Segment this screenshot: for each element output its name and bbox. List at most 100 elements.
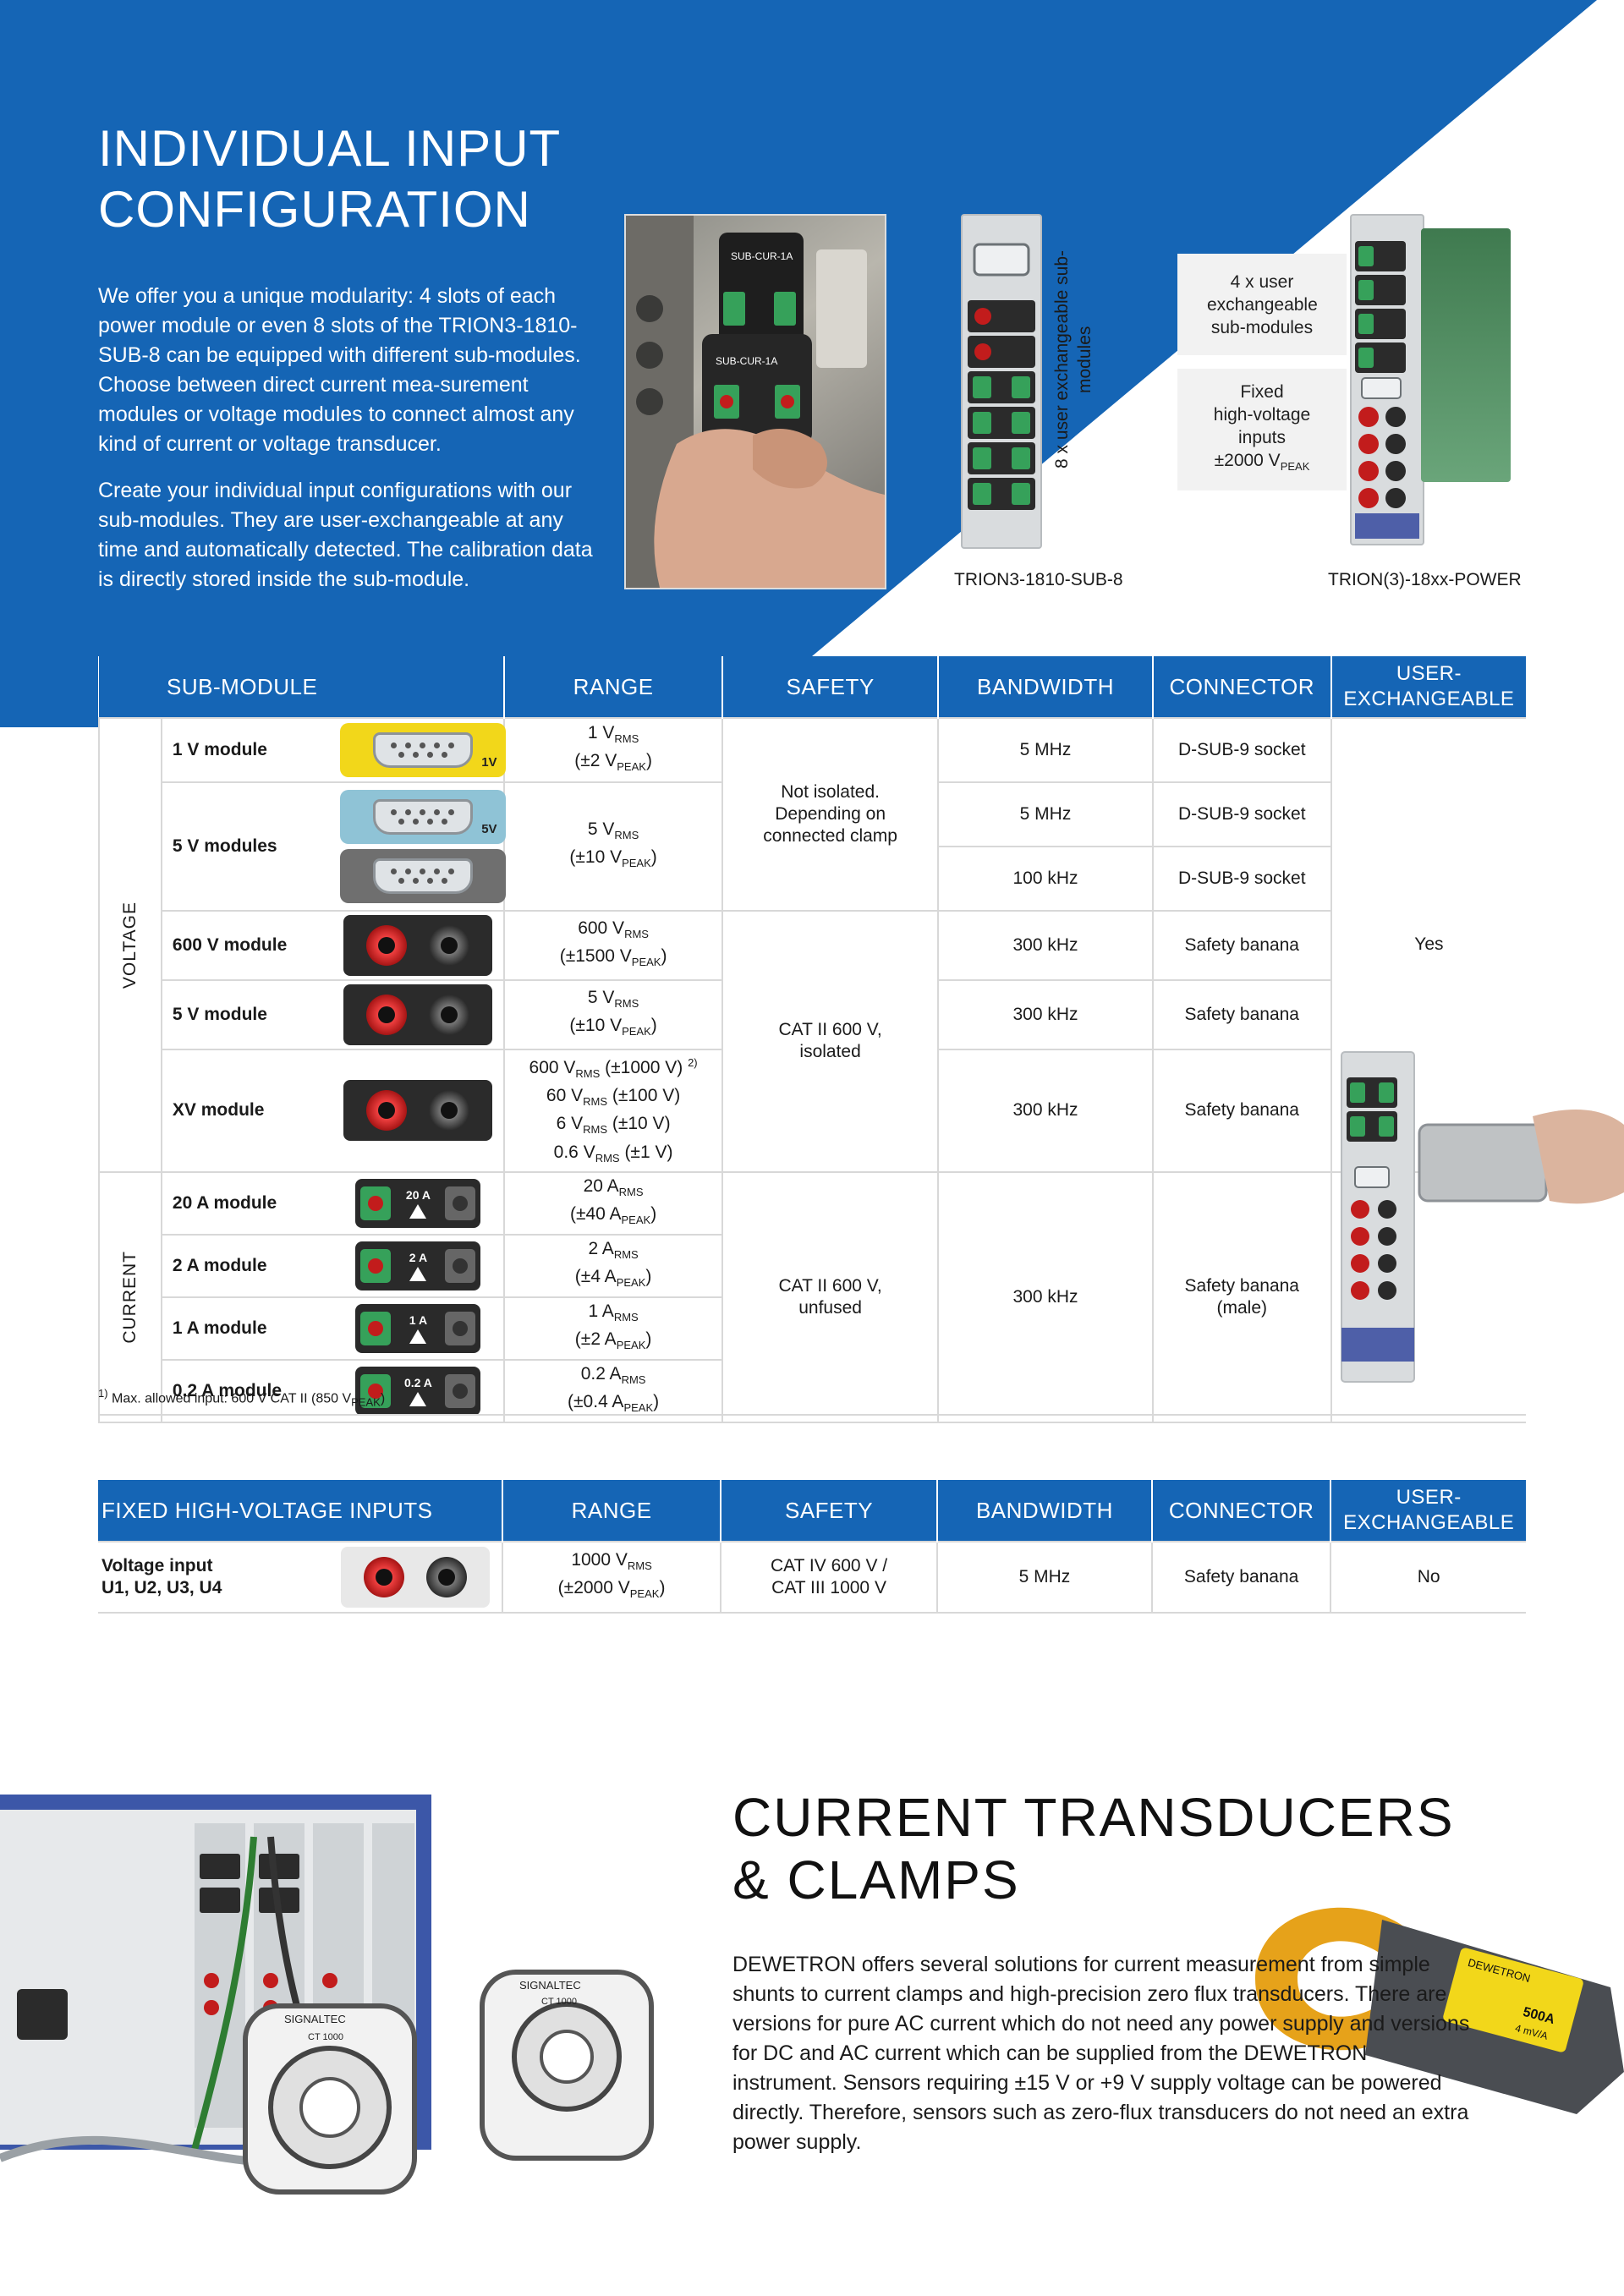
group-voltage-label: VOLTAGE xyxy=(119,901,140,989)
row-range: 5 VRMS(±10 VPEAK) xyxy=(503,979,723,1050)
table-row: Voltage input U1, U2, U3, U4 1000 VRMS(±… xyxy=(98,1541,1526,1614)
trion3-sub8-module-image xyxy=(961,214,1042,549)
row-bandwidth: 5 MHz xyxy=(937,717,1154,783)
row-name: 1 A module xyxy=(160,1296,333,1361)
row-connector: Safety banana xyxy=(1151,1049,1332,1173)
safety-current: CAT II 600 V, unfused xyxy=(721,1170,940,1423)
safety-banana-line1: CAT II 600 V, xyxy=(778,1020,882,1040)
power-card-hv-inputs: Fixed high-voltage inputs ±2000 VPEAK xyxy=(1177,369,1347,490)
row-name: Voltage input U1, U2, U3, U4 xyxy=(98,1541,329,1614)
safety-banana-line2: isolated xyxy=(799,1042,861,1062)
row-name: 5 V module xyxy=(160,979,333,1050)
power-caption: TRION(3)-18xx-POWER xyxy=(1328,570,1522,589)
dsub-5v-tag: 5V xyxy=(481,822,497,836)
power-module-pcb xyxy=(1421,228,1511,482)
submodule-hand-photo: SUB-CUR-1A SUB-CUR-1A xyxy=(624,214,886,589)
col-header-safety: SAFETY xyxy=(721,656,940,718)
power-card-hv-line1: Fixed xyxy=(1240,382,1284,403)
banana-socket-icon xyxy=(343,1080,493,1142)
row-range: 1 ARMS(±2 APEAK) xyxy=(503,1296,723,1361)
row-name: 2 A module xyxy=(160,1233,333,1298)
col-header-ue-line2: EXCHANGEABLE xyxy=(1343,1511,1515,1534)
row-connector: D-SUB-9 socket xyxy=(1151,781,1332,847)
col-header-ue-line2: EXCHANGEABLE xyxy=(1343,688,1515,710)
row-bandwidth: 100 kHz xyxy=(937,846,1154,912)
group-current: CURRENT xyxy=(98,1170,162,1423)
row-safety-line1: CAT IV 600 V / xyxy=(771,1556,888,1575)
current-tag: 0.2 A xyxy=(403,1376,432,1390)
row-range: 5 VRMS(±10 VPEAK) xyxy=(503,781,723,912)
dsub-grey-icon xyxy=(339,849,506,903)
row-connector: D-SUB-9 socket xyxy=(1151,846,1332,912)
trion-power-module-image xyxy=(1350,214,1424,545)
row-user-exchangeable: No xyxy=(1330,1541,1526,1614)
sub8-vertical-label: 8 x user exchangeable sub-modules xyxy=(1052,250,1095,469)
section-title-current-transducers: CURRENT TRANSDUCERS & CLAMPS xyxy=(732,1786,1455,1911)
current-transducers-paragraph: DEWETRON offers several solutions for cu… xyxy=(732,1953,1470,2154)
safety-dsub-line2: Depending on xyxy=(775,804,886,824)
col-header-ue-line1: USER- xyxy=(1396,662,1462,685)
intro-paragraph-2: Create your individual input configurati… xyxy=(98,479,593,591)
group-current-label: CURRENT xyxy=(119,1250,140,1344)
safety-dsub: Not isolated. Depending on connected cla… xyxy=(721,717,940,912)
current-submodule-icon: 0.2 A xyxy=(355,1366,481,1416)
row-range: 0.2 ARMS(±0.4 APEAK) xyxy=(503,1358,723,1423)
sub8-caption: TRION3-1810-SUB-8 xyxy=(954,570,1123,589)
row-name: 600 V module xyxy=(160,910,333,981)
safety-dsub-line1: Not isolated. xyxy=(781,782,880,802)
table-row: 5 V module 5 VRMS(±10 VPEAK) 300 kHz Saf… xyxy=(99,979,1526,1050)
safety-dsub-line3: connected clamp xyxy=(763,826,897,846)
row-name: XV module xyxy=(160,1049,333,1173)
row-connector-image xyxy=(328,1541,504,1614)
power-card-hv-sub: PEAK xyxy=(1280,460,1310,474)
col-header-fixed-hv: FIXED HIGH-VOLTAGE INPUTS xyxy=(98,1480,504,1542)
section-title-line1: CURRENT TRANSDUCERS xyxy=(732,1787,1455,1848)
safety-current-line2: unfused xyxy=(798,1297,862,1318)
row-connector-image: 2 A xyxy=(332,1233,506,1298)
safety-current-line1: CAT II 600 V, xyxy=(778,1275,882,1296)
svg-text:SUB-CUR-1A: SUB-CUR-1A xyxy=(731,250,793,262)
current-connector: Safety banana (male) xyxy=(1151,1170,1332,1423)
row-connector: Safety banana xyxy=(1150,1541,1332,1614)
col-header-connector: CONNECTOR xyxy=(1152,656,1332,718)
table-row: 5 V modules 5V 5 VRMS(±10 VPEAK) 5 MHz D… xyxy=(99,781,1526,912)
table-row: 600 V module 600 VRMS(±1500 VPEAK) CAT I… xyxy=(99,910,1526,1173)
row-name: 5 V modules xyxy=(160,781,333,912)
footnote-marker: 1) xyxy=(98,1387,108,1400)
col-header-connector: CONNECTOR xyxy=(1151,1480,1332,1542)
safety-banana: CAT II 600 V, isolated xyxy=(721,910,940,1173)
col-header-user-exchangeable: USER- EXCHANGEABLE xyxy=(1330,1480,1526,1542)
current-submodule-icon: 1 A xyxy=(355,1303,481,1353)
power-card-submodules: 4 x user exchangeable sub-modules xyxy=(1177,254,1347,355)
col-header-ue-line1: USER- xyxy=(1396,1486,1462,1509)
col-header-range: RANGE xyxy=(504,656,723,718)
group-voltage: VOLTAGE xyxy=(98,717,162,1173)
row-connector-image: 0.2 A xyxy=(332,1358,506,1423)
hv-banana-socket-icon xyxy=(340,1547,490,1608)
dsub-5v-icon: 5V xyxy=(339,790,506,844)
title-line-2: CONFIGURATION xyxy=(98,181,531,238)
current-bandwidth: 300 kHz xyxy=(937,1170,1154,1423)
current-clamp-photo: DEWETRON 500A 4 mV/A xyxy=(1238,1886,1624,2114)
row-connector: Safety banana xyxy=(1151,979,1332,1050)
row-range: 600 VRMS(±1500 VPEAK) xyxy=(503,910,723,981)
row-range: 20 ARMS(±40 APEAK) xyxy=(503,1170,723,1236)
row-bandwidth: 5 MHz xyxy=(936,1541,1153,1614)
row-connector: D-SUB-9 socket xyxy=(1151,717,1332,783)
current-connector-line2: (male) xyxy=(1216,1297,1268,1318)
row-connector: Safety banana xyxy=(1151,910,1332,981)
row-bandwidth: 5 MHz xyxy=(937,781,1154,847)
row-connector-image xyxy=(332,910,506,981)
sub8-vertical-label-box: 8 x user exchangeable sub-modules xyxy=(1049,245,1103,474)
photo-brand-text-1: SIGNALTEC xyxy=(284,2013,346,2025)
row-safety: CAT IV 600 V / CAT III 1000 V xyxy=(720,1541,939,1614)
row-connector-image: 20 A xyxy=(332,1170,506,1236)
power-card-hv-line2: high-voltage xyxy=(1213,405,1311,425)
footnote-sub: PEAK xyxy=(351,1395,381,1409)
banana-socket-icon xyxy=(343,984,493,1045)
row-connector-image xyxy=(332,1049,506,1173)
photo-model-text-1: CT 1000 xyxy=(308,2032,343,2042)
photo-model-text-2: CT 1000 xyxy=(541,1997,577,2007)
row-bandwidth: 300 kHz xyxy=(937,910,1154,981)
table-row: CURRENT 20 A module 20 A 20 ARMS(±40 APE… xyxy=(98,1170,1526,1423)
